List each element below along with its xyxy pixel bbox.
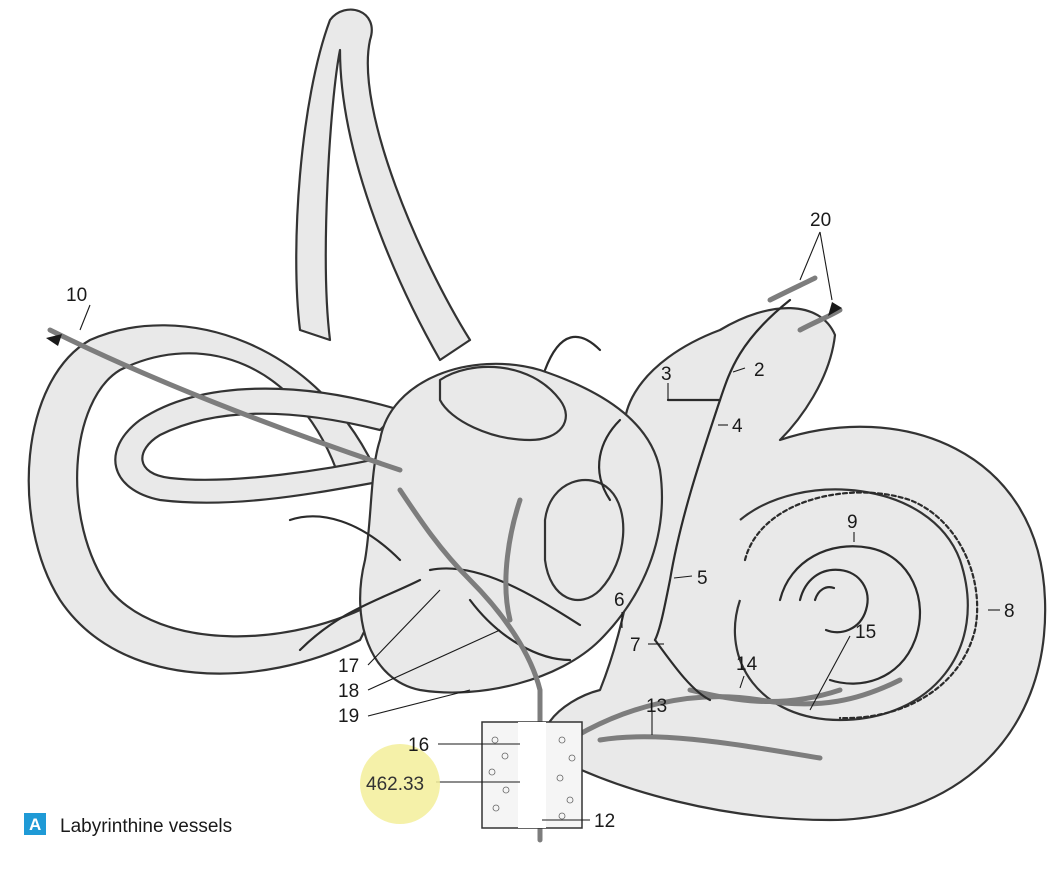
label-13: 13 (646, 696, 667, 717)
label-17: 17 (338, 656, 359, 677)
arrow-right-icon (828, 302, 842, 316)
label-14: 14 (736, 654, 758, 675)
label-8: 8 (1004, 601, 1015, 622)
arteries (288, 298, 792, 702)
label-16: 16 (408, 735, 429, 756)
caption-letter-box (24, 813, 46, 835)
label-15: 15 (855, 622, 876, 643)
label-3: 3 (661, 364, 672, 385)
internal-acoustic-meatus (481, 721, 583, 829)
caption-text: Labyrinthine vessels (60, 816, 232, 837)
label-10: 10 (66, 285, 87, 306)
veins (47, 275, 843, 843)
label-4: 4 (732, 416, 743, 437)
arrow-left-icon (46, 334, 62, 346)
figure-labels: 2 3 4 5 6 7 8 9 10 12 13 14 15 16 17 18 … (66, 210, 1015, 832)
label-6: 6 (614, 590, 625, 611)
label-20: 20 (810, 210, 831, 231)
value-highlight (360, 744, 440, 824)
label-12: 12 (594, 811, 615, 832)
semicircular-canals (27, 8, 472, 675)
cochlea (537, 307, 1047, 822)
highlighted-value: 462.33 (366, 774, 424, 795)
label-19: 19 (338, 706, 359, 727)
label-18: 18 (338, 681, 359, 702)
label-7: 7 (630, 635, 641, 656)
label-9: 9 (847, 512, 858, 533)
label-5: 5 (697, 568, 708, 589)
leader-lines (79, 231, 1000, 821)
label-2: 2 (754, 360, 765, 381)
caption-letter: A (29, 815, 41, 834)
figure-caption: A Labyrinthine vessels (24, 813, 232, 837)
